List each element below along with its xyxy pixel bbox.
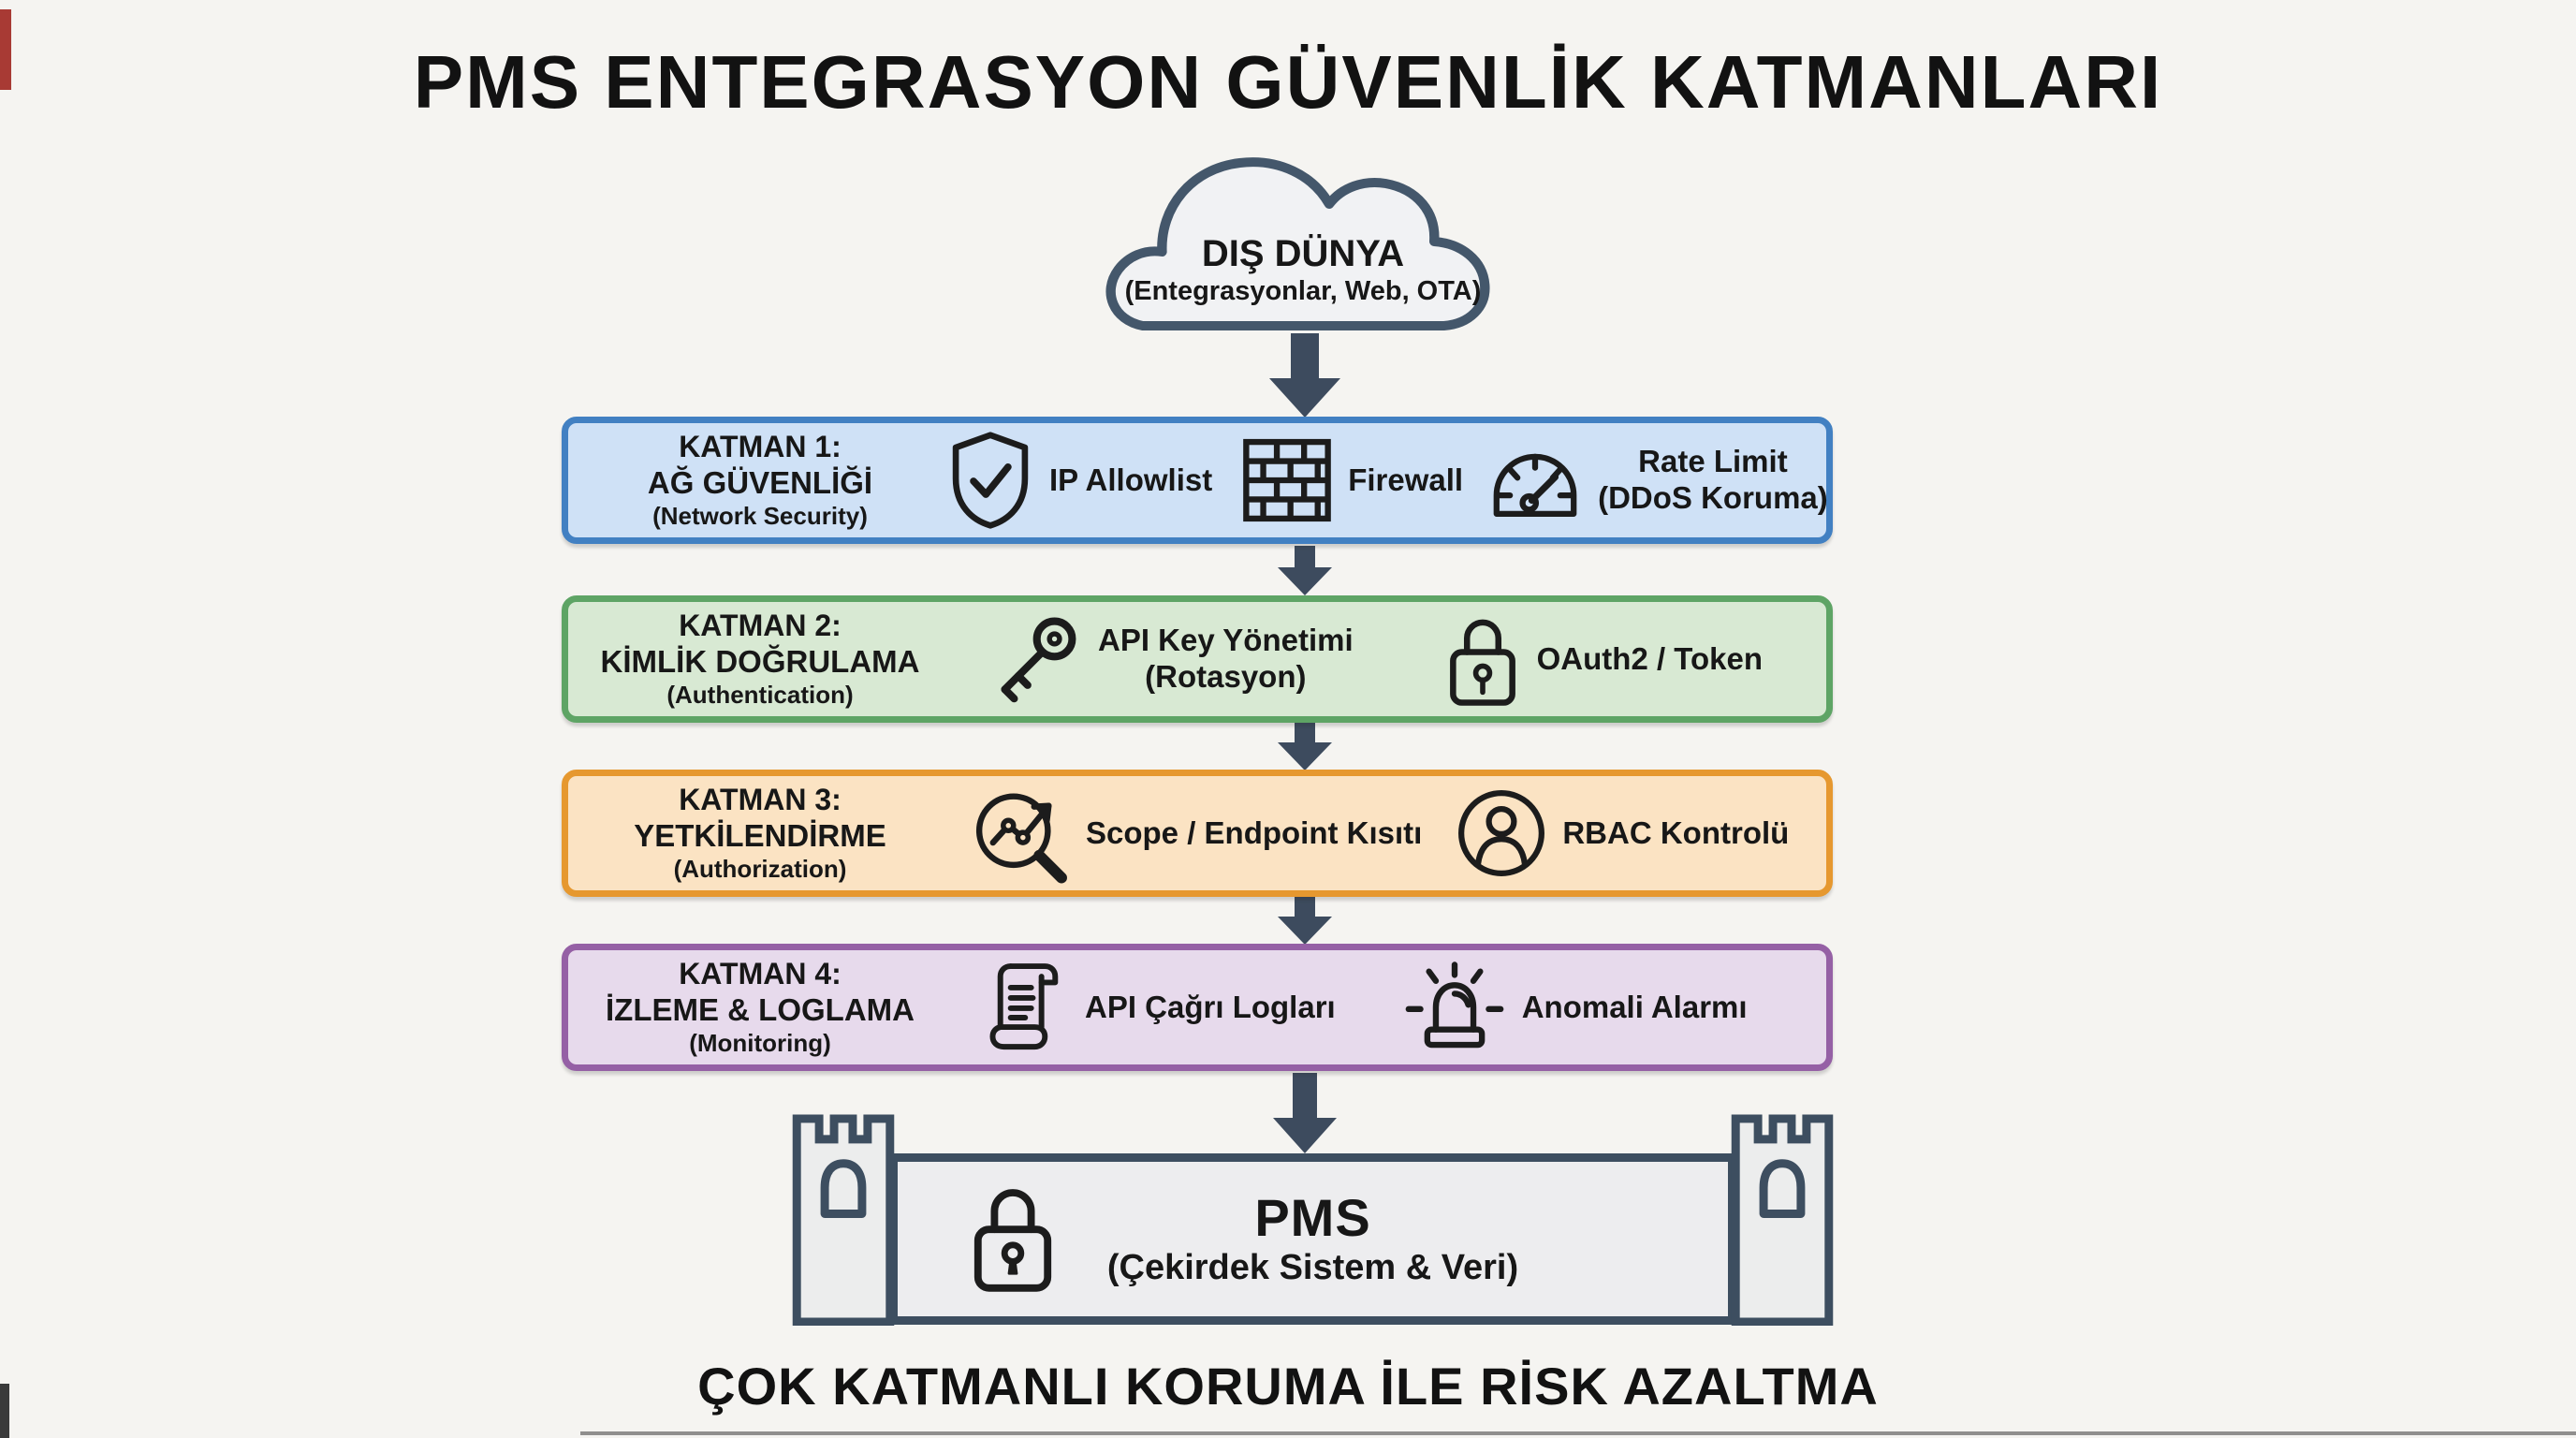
layer-2-label: KATMAN 2: KİMLİK DOĞRULAMA (Authenticati… [592,609,929,709]
layer-4-monitoring: KATMAN 4: İZLEME & LOGLAMA (Monitoring) … [562,944,1833,1071]
layer-4-item-anomaly-alarm: Anomali Alarmı [1401,960,1748,1055]
shield-check-icon [945,431,1035,530]
item-label: RBAC Kontrolü [1562,814,1790,850]
arrow-layer3-to-layer4 [1278,895,1332,945]
castle-tower-right-icon [1730,1108,1835,1327]
layer-2-katman: KATMAN 2: [679,609,842,643]
padlock-icon [1442,609,1523,710]
layer-1-network-security: KATMAN 1: AĞ GÜVENLİĞİ (Network Security… [562,417,1833,544]
item-label: Firewall [1348,462,1464,497]
layer-1-label: KATMAN 1: AĞ GÜVENLİĞİ (Network Security… [592,430,929,530]
layer-1-item-rate-limit: Rate Limit (DDoS Koruma) [1486,440,1828,521]
key-icon [985,609,1084,709]
gauge-icon [1486,440,1584,521]
layer-4-subtitle: (Monitoring) [689,1029,831,1057]
layer-3-authorization: KATMAN 3: YETKİLENDİRME (Authorization) … [562,770,1833,897]
layer-3-label: KATMAN 3: YETKİLENDİRME (Authorization) [592,783,929,883]
item-label: Rate Limit (DDoS Koruma) [1598,444,1828,515]
item-label: Anomali Alarmı [1521,989,1748,1024]
item-label: IP Allowlist [1049,462,1213,497]
scroll-log-icon [985,957,1071,1058]
footer-caption: ÇOK KATMANLI KORUMA İLE RİSK AZALTMA [697,1357,1879,1416]
item-label: API Key Yönetimi (Rotasyon) [1098,623,1354,694]
layer-3-name: YETKİLENDİRME [634,818,886,854]
layer-1-katman: KATMAN 1: [679,430,842,464]
layer-3-subtitle: (Authorization) [673,855,847,883]
layer-1-item-ip-allowlist: IP Allowlist [945,431,1212,530]
external-world-cloud: DIŞ DÜNYA (Entegrasyonlar, Web, OTA) [1075,142,1531,339]
layer-2-name: KİMLİK DOĞRULAMA [600,644,920,680]
arrow-layer1-to-layer2 [1278,546,1332,595]
firewall-brick-icon [1240,435,1334,525]
layer-1-item-firewall: Firewall [1240,435,1463,525]
arrow-layer2-to-layer3 [1278,721,1332,770]
layer-2-subtitle: (Authentication) [666,681,854,709]
item-label: API Çağrı Logları [1085,989,1336,1024]
layer-4-item-api-logs: API Çağrı Logları [985,957,1336,1058]
user-circle-icon [1455,786,1548,880]
layer-2-item-api-key: API Key Yönetimi (Rotasyon) [985,609,1354,709]
castle-tower-left-icon [791,1108,896,1327]
siren-icon [1401,960,1508,1055]
pms-subtitle: (Çekirdek Sistem & Veri) [1106,1247,1519,1287]
layer-3-katman: KATMAN 3: [679,783,842,817]
layer-3-item-scope: Scope / Endpoint Kısıtı [971,781,1422,886]
item-label: Scope / Endpoint Kısıtı [1086,814,1423,850]
pms-padlock-icon [969,1178,1057,1300]
layer-1-subtitle: (Network Security) [652,502,868,530]
layer-4-name: İZLEME & LOGLAMA [606,992,915,1028]
page-title: PMS ENTEGRASYON GÜVENLİK KATMANLARI [413,40,2163,124]
scope-magnifier-icon [971,781,1072,886]
item-label: OAuth2 / Token [1536,640,1764,676]
cloud-title: DIŞ DÜNYA [1201,233,1405,274]
layer-4-katman: KATMAN 4: [679,957,842,991]
edge-artifact [0,9,11,90]
layer-3-item-rbac: RBAC Kontrolü [1455,786,1789,880]
layer-2-item-oauth2: OAuth2 / Token [1442,609,1763,710]
edge-artifact [580,1431,2576,1435]
layer-4-label: KATMAN 4: İZLEME & LOGLAMA (Monitoring) [592,957,929,1057]
layer-2-authentication: KATMAN 2: KİMLİK DOĞRULAMA (Authenticati… [562,595,1833,723]
layer-1-name: AĞ GÜVENLİĞİ [647,465,873,501]
pms-title: PMS [1254,1187,1371,1247]
arrow-layer4-to-pms [1273,1073,1337,1153]
edge-artifact [0,1384,9,1438]
arrow-cloud-to-layer1 [1269,333,1340,418]
cloud-subtitle: (Entegrasyonlar, Web, OTA) [1124,276,1482,306]
